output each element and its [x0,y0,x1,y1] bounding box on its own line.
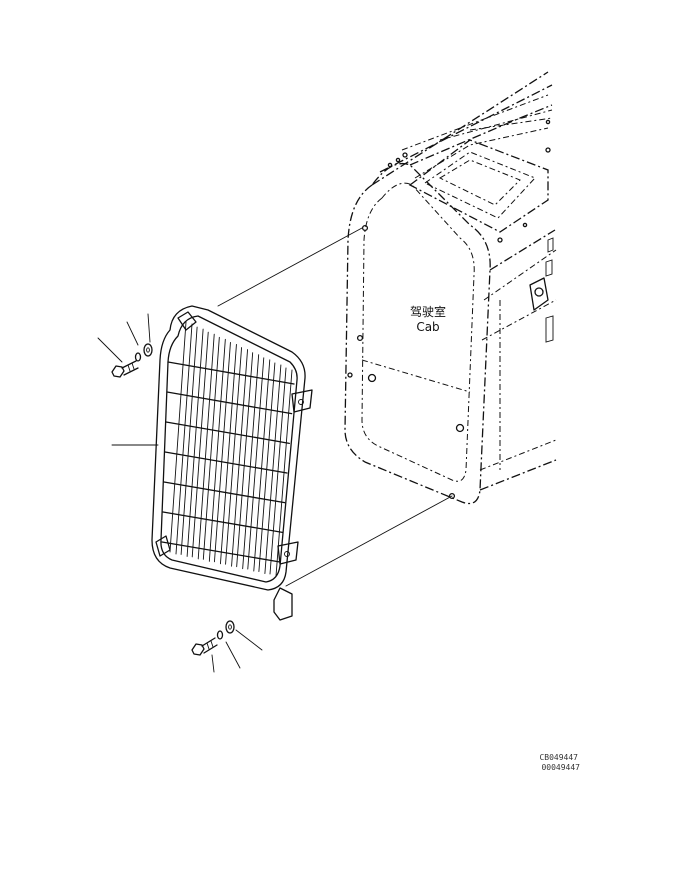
grille-louvre [169,321,193,555]
lower-bolt-assembly [191,620,235,656]
grille-bar [164,451,288,474]
front-guard-grille [151,305,313,621]
grille-louvre [258,362,282,575]
alignment-lines [97,227,453,673]
grille-louvre [236,352,260,570]
grille-bar [166,391,293,415]
grille-louvre [202,336,226,562]
grille-louvre [180,326,204,557]
grille-louvre [247,357,271,572]
drawing-code-secondary: 00049447 [541,763,580,772]
grille-louvre [213,341,237,565]
grille-bar [165,421,290,444]
grille-louvre [225,347,249,567]
upper-bolt-assembly [111,343,153,378]
grille-bar [163,481,286,504]
grille-bar [162,511,283,533]
cab-outline [344,71,557,505]
grille-bar [161,541,281,563]
drawing-code-primary: CB049447 [539,753,578,762]
cab-label-zh: 驾驶室 [410,304,446,319]
grille-louvre [191,331,215,560]
grille-bar [167,361,295,385]
cab-label-en: Cab [416,320,439,334]
